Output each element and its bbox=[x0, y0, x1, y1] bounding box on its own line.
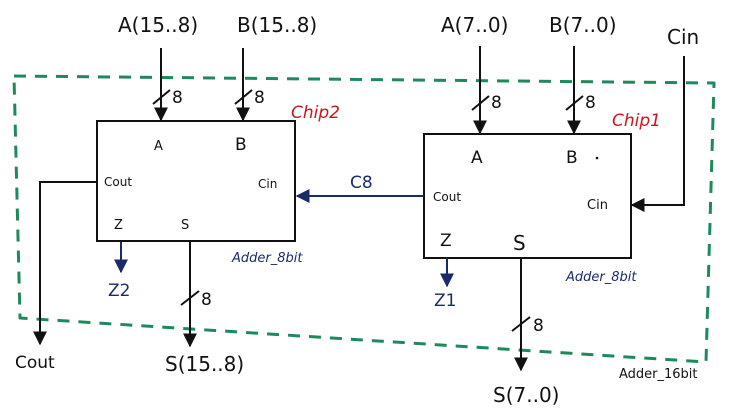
chip2-port-a: A bbox=[154, 139, 163, 154]
chip1-port-z: Z bbox=[440, 231, 452, 251]
bus-slash-s-low bbox=[511, 316, 531, 332]
chip2-port-z: Z bbox=[114, 218, 123, 233]
wire-cout bbox=[33, 181, 97, 346]
outer-block-label: Adder_16bit bbox=[619, 367, 698, 382]
bus-slash-a-low bbox=[471, 95, 490, 111]
chip1-port-cout: Cout bbox=[433, 190, 461, 204]
label-a-high: A(15..8) bbox=[118, 13, 198, 37]
bus-slash-a-high bbox=[152, 89, 171, 105]
label-carry-c8: C8 bbox=[350, 173, 373, 193]
wire-cin bbox=[630, 56, 685, 212]
chip2-port-s: S bbox=[181, 218, 189, 233]
width-a-high: 8 bbox=[172, 88, 183, 108]
width-s-high: 8 bbox=[201, 290, 212, 310]
width-b-low: 8 bbox=[585, 93, 596, 113]
chip2-type-label: Adder_8bit bbox=[231, 251, 303, 266]
chip1-type-label: Adder_8bit bbox=[565, 270, 637, 285]
label-output-z1: Z1 bbox=[434, 291, 456, 311]
width-s-low: 8 bbox=[533, 316, 544, 336]
label-output-s-low: S(7..0) bbox=[493, 383, 559, 407]
chip1-title: Chip1 bbox=[612, 111, 661, 131]
bus-slash-s-high bbox=[180, 290, 200, 306]
chip1-port-a: A bbox=[471, 148, 483, 168]
label-b-high: B(15..8) bbox=[237, 13, 317, 37]
bus-slash-b-high bbox=[234, 89, 253, 105]
width-a-low: 8 bbox=[491, 93, 502, 113]
stray-dot bbox=[595, 156, 599, 160]
chip1-port-b: B bbox=[566, 148, 578, 168]
label-output-s-high: S(15..8) bbox=[165, 352, 244, 376]
label-output-z2: Z2 bbox=[108, 281, 130, 301]
chip2-port-b: B bbox=[235, 135, 247, 155]
width-b-high: 8 bbox=[254, 88, 265, 108]
chip1-port-cin: Cin bbox=[587, 198, 608, 213]
chip1-port-s: S bbox=[513, 231, 526, 255]
label-cin-input: Cin bbox=[667, 25, 699, 49]
chip2-port-cout: Cout bbox=[104, 175, 132, 189]
bus-slash-b-low bbox=[565, 95, 584, 111]
chip2-title: Chip2 bbox=[291, 103, 340, 123]
label-a-low: A(7..0) bbox=[441, 13, 508, 37]
label-b-low: B(7..0) bbox=[549, 13, 617, 37]
label-output-cout: Cout bbox=[15, 353, 55, 373]
chip2-port-cin: Cin bbox=[258, 177, 277, 191]
